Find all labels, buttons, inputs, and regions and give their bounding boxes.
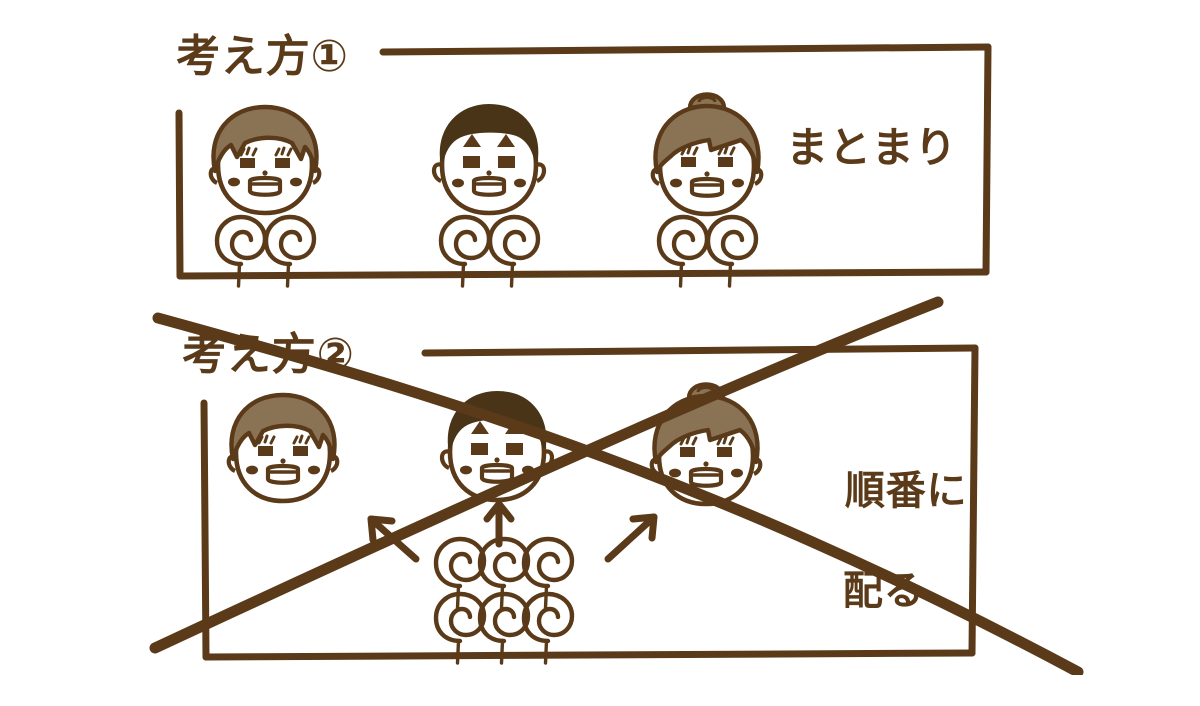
panel-1-frame [175,43,992,280]
panel-1-label: 考え方① [176,31,349,82]
panel-2-frame [200,344,979,661]
arrow-right-icon [604,513,658,563]
hand-drawn-illustration [149,43,1084,675]
panel-2-caption-line-2: 配る [842,568,925,614]
panel-2-caption: 順番に 配る [786,422,967,706]
panel-1-character-2 [434,106,544,213]
panel-2-strikethrough [149,296,1084,675]
panel-1-character-1 [211,107,320,213]
panel-2-candy-row-1 [436,539,572,608]
panel-2-label: 考え方② [182,329,355,380]
illustration-canvas: 考え方① まとまり 考え方② 順番に 配る [149,31,1084,675]
panel-1-character-3 [653,95,762,215]
panel-2-caption-line-1: 順番に [844,468,968,514]
panel-2-character-1 [229,395,338,501]
panel-1-caption: まとまり [786,123,958,172]
